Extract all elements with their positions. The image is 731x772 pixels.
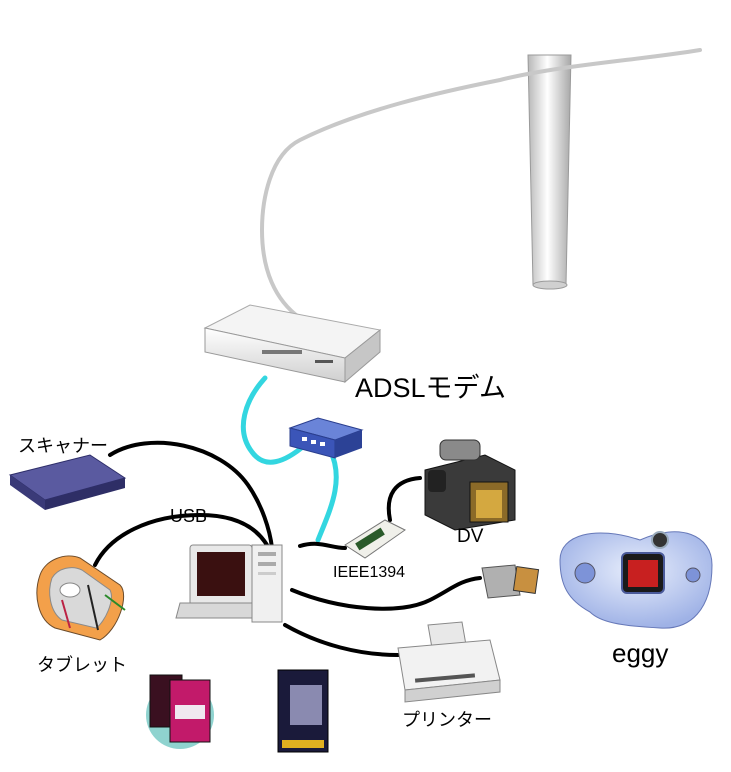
printer-icon [397,621,501,703]
scanner-icon [8,454,127,510]
phone-line [259,48,702,320]
dv-camera-icon [424,439,516,531]
ieee1394-label: IEEE1394 [333,564,406,581]
software-box-icon [277,669,329,753]
eggy-label: eggy [612,638,669,668]
ethernet-cables [240,375,339,543]
scanner-label: スキャナー [18,436,108,457]
pc-icon [175,544,283,623]
card-reader-icon [481,564,540,599]
adsl-modem-icon [203,304,382,384]
utility-pole-icon [527,54,572,290]
tablet-label: タブレット [37,655,127,676]
ieee1394-card-icon [344,519,406,559]
dv-label: DV [457,526,484,547]
tablet-icon [36,555,126,641]
printer-label: プリンター [402,710,492,731]
device-cables [93,440,482,657]
network-hub-icon [288,417,364,459]
software-box-icon [146,674,214,749]
usb-label: USB [170,506,208,526]
eggy-camera-icon [559,531,713,629]
adsl-modem-label: ADSLモデム [355,373,506,403]
